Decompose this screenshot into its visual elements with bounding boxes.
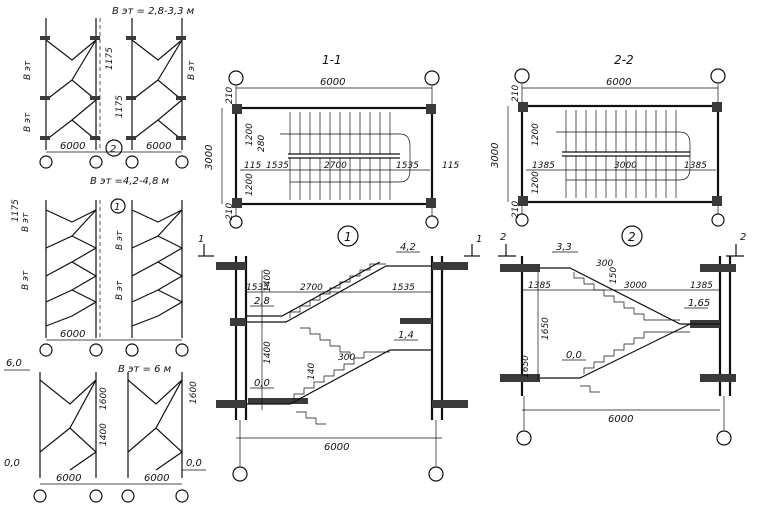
svg-text:1: 1 <box>198 234 204 245</box>
svg-text:1600: 1600 <box>99 387 109 410</box>
svg-text:1: 1 <box>476 234 482 245</box>
svg-text:1600: 1600 <box>189 381 199 404</box>
svg-text:0,0: 0,0 <box>186 458 202 469</box>
svg-text:3,3: 3,3 <box>556 242 572 253</box>
svg-text:140: 140 <box>307 363 317 380</box>
scheme-top-floor-height: В эт = 2,8-3,3 м <box>112 6 195 17</box>
scheme-top: В эт = 2,8-3,3 м В эт В эт В эт 1175 117… <box>23 6 197 169</box>
svg-text:150: 150 <box>609 267 619 284</box>
svg-text:В эт: В эт <box>23 112 33 132</box>
svg-text:6000: 6000 <box>60 329 85 340</box>
svg-text:1385: 1385 <box>690 281 713 291</box>
scheme-bottom: В эт = 6 м 6,0 1600 1400 1600 0,0 0,0 60… <box>4 358 206 503</box>
svg-text:210: 210 <box>225 203 235 220</box>
svg-text:1400: 1400 <box>263 341 273 364</box>
svg-text:1: 1 <box>114 202 120 213</box>
svg-text:1385: 1385 <box>528 281 551 291</box>
svg-text:1400: 1400 <box>263 269 273 292</box>
svg-text:1200: 1200 <box>531 123 541 146</box>
plan-1-1: 1-1 6000 3000 210 1200 280 1200 210 <box>204 53 459 229</box>
svg-text:1175: 1175 <box>105 47 115 70</box>
svg-text:6000: 6000 <box>146 141 171 152</box>
svg-text:1535: 1535 <box>392 283 415 293</box>
svg-text:300: 300 <box>338 353 355 363</box>
svg-text:210: 210 <box>511 201 521 218</box>
svg-text:6000: 6000 <box>606 77 631 88</box>
scheme-middle: В эт =4,2-4,8 м 1 В эт В эт В эт В эт 11… <box>11 176 189 357</box>
svg-text:1650: 1650 <box>521 355 531 378</box>
svg-text:2700: 2700 <box>300 283 323 293</box>
svg-text:В эт: В эт <box>187 60 197 80</box>
svg-text:1175: 1175 <box>11 199 21 222</box>
svg-text:115: 115 <box>442 161 459 171</box>
svg-text:6000: 6000 <box>60 141 85 152</box>
svg-text:6000: 6000 <box>608 414 633 425</box>
svg-text:3000: 3000 <box>204 145 215 170</box>
section-1: 1 1 1 4,2 1,4 0,0 2,8 <box>198 225 482 482</box>
svg-text:1385: 1385 <box>532 161 555 171</box>
svg-text:1400: 1400 <box>99 423 109 446</box>
svg-text:1175: 1175 <box>115 95 125 118</box>
svg-text:6000: 6000 <box>144 473 169 484</box>
svg-text:300: 300 <box>596 259 613 269</box>
plan-2-2: 2-2 6000 3000 210 1200 1200 210 1385 <box>490 53 726 227</box>
svg-text:6000: 6000 <box>320 77 345 88</box>
svg-text:2: 2 <box>500 232 506 243</box>
plan-1-1-title: 1-1 <box>322 53 342 67</box>
svg-text:4,2: 4,2 <box>400 242 416 253</box>
svg-text:210: 210 <box>225 87 235 104</box>
plan-2-2-title: 2-2 <box>614 53 634 67</box>
svg-text:1,4: 1,4 <box>398 330 414 341</box>
svg-text:3000: 3000 <box>614 161 637 171</box>
svg-text:1535: 1535 <box>396 161 419 171</box>
svg-text:6000: 6000 <box>56 473 81 484</box>
svg-text:В эт: В эт <box>21 212 31 232</box>
scheme-middle-floor-height: В эт =4,2-4,8 м <box>90 176 170 187</box>
svg-text:2: 2 <box>740 232 746 243</box>
svg-text:210: 210 <box>511 85 521 102</box>
svg-text:1200: 1200 <box>531 171 541 194</box>
svg-text:6,0: 6,0 <box>6 358 22 369</box>
svg-text:0,0: 0,0 <box>566 350 582 361</box>
svg-text:1,65: 1,65 <box>688 298 710 309</box>
section-2: 2 2 2 3,3 1,65 0,0 1385 3000 1385 1650 1… <box>498 225 746 446</box>
svg-text:115: 115 <box>244 161 261 171</box>
svg-text:1385: 1385 <box>684 161 707 171</box>
svg-text:1535: 1535 <box>246 283 269 293</box>
svg-text:1200: 1200 <box>245 123 255 146</box>
svg-text:3000: 3000 <box>624 281 647 291</box>
svg-text:0,0: 0,0 <box>4 458 20 469</box>
svg-text:6000: 6000 <box>324 442 349 453</box>
scheme-top-section-mark: 2 <box>110 144 116 155</box>
svg-text:В эт: В эт <box>115 230 125 250</box>
section-2-mark: 2 <box>628 230 636 244</box>
svg-text:1200: 1200 <box>245 173 255 196</box>
svg-text:В эт: В эт <box>115 280 125 300</box>
svg-text:280: 280 <box>257 135 267 152</box>
svg-text:1650: 1650 <box>541 317 551 340</box>
svg-text:1535: 1535 <box>266 161 289 171</box>
section-1-mark: 1 <box>344 230 352 244</box>
svg-text:В эт: В эт <box>21 270 31 290</box>
scheme-bottom-floor-height: В эт = 6 м <box>118 364 172 375</box>
svg-text:2700: 2700 <box>324 161 347 171</box>
svg-text:3000: 3000 <box>490 143 501 168</box>
svg-text:В эт: В эт <box>23 60 33 80</box>
